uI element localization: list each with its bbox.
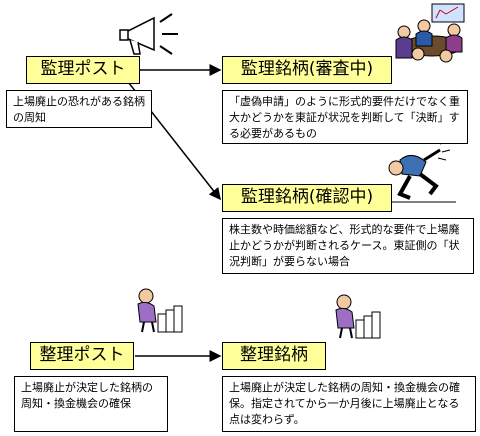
meeting-people-icon xyxy=(395,3,465,63)
stacking-person-icon xyxy=(137,288,183,333)
kanri-post-label: 監理ポスト xyxy=(26,56,140,84)
kanri-kakunin-label: 監理銘柄(確認中) xyxy=(222,184,392,212)
seiri-meigara-label: 整理銘柄 xyxy=(222,342,326,370)
megaphone-icon xyxy=(119,13,178,55)
kanri-shinsa-description: 「虚偽申請」のように形式的要件だけでなく重大かどうかを東証が状況を判断して「決断… xyxy=(222,90,468,144)
seiri-post-label: 整理ポスト xyxy=(30,342,134,370)
kanri-shinsa-label: 監理銘柄(審査中) xyxy=(222,56,392,84)
seiri-post-description: 上場廃止が決定した銘柄の周知・換金機会の確保 xyxy=(14,376,168,432)
running-man-icon xyxy=(380,141,456,203)
kanri-post-description: 上場廃止の恐れがある銘柄の周知 xyxy=(6,90,152,128)
seiri-meigara-description: 上場廃止が決定した銘柄の周知・換金機会の確保。指定されてから一か月後に上場廃止と… xyxy=(222,376,476,432)
kanri-kakunin-description: 株主数や時価総額など、形式的な要件で上場廃止かどうかが判断されるケース。東証側の… xyxy=(222,218,474,274)
stacking-person-icon xyxy=(335,294,381,339)
